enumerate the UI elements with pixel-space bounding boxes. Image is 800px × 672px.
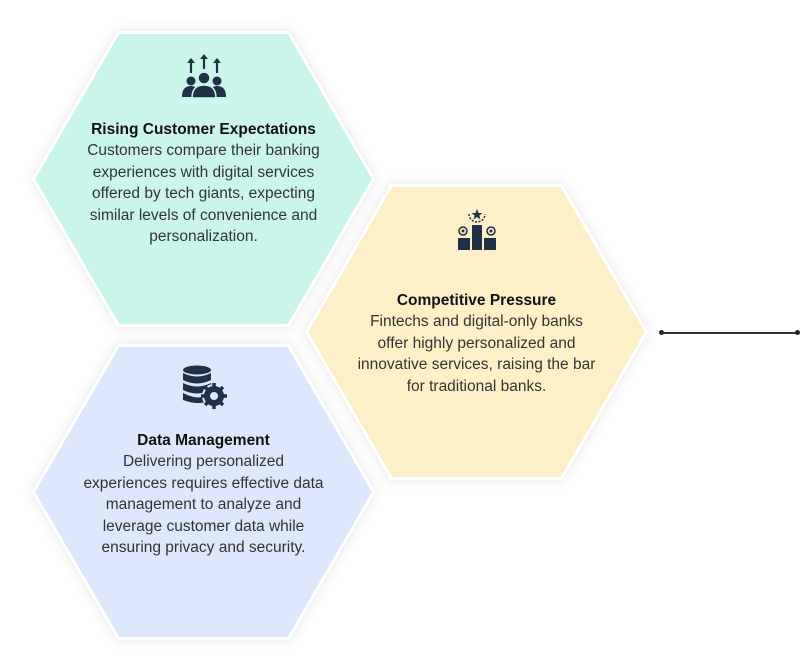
hexagon-data-management: Data Management Delivering personalized … <box>32 344 375 640</box>
hexagon-competitive-pressure: Competitive Pressure Fintechs and digita… <box>305 184 648 480</box>
hexagon-title: Data Management <box>137 432 270 449</box>
hexagon-description: Delivering personalized experiences requ… <box>83 453 324 557</box>
people-rising-arrows-icon <box>181 54 226 99</box>
connector-end-dot <box>795 330 800 335</box>
hexagon-title: Rising Customer Expectations <box>91 121 316 138</box>
database-gear-icon <box>182 365 227 409</box>
connector-line <box>661 332 797 334</box>
hexagon-content: Competitive Pressure Fintechs and digita… <box>355 206 598 397</box>
hexagon-description: Customers compare their banking experien… <box>87 142 320 246</box>
hexagon-rising-customer-expectations: Rising Customer Expectations Customers c… <box>32 31 375 327</box>
hexagon-content: Rising Customer Expectations Customers c… <box>82 53 325 248</box>
podium-star-icon <box>457 209 496 250</box>
hexagon-description: Fintechs and digital-only banks offer hi… <box>357 313 596 395</box>
hexagon-title: Competitive Pressure <box>396 292 557 309</box>
hexagon-content: Data Management Delivering personalized … <box>82 364 325 559</box>
